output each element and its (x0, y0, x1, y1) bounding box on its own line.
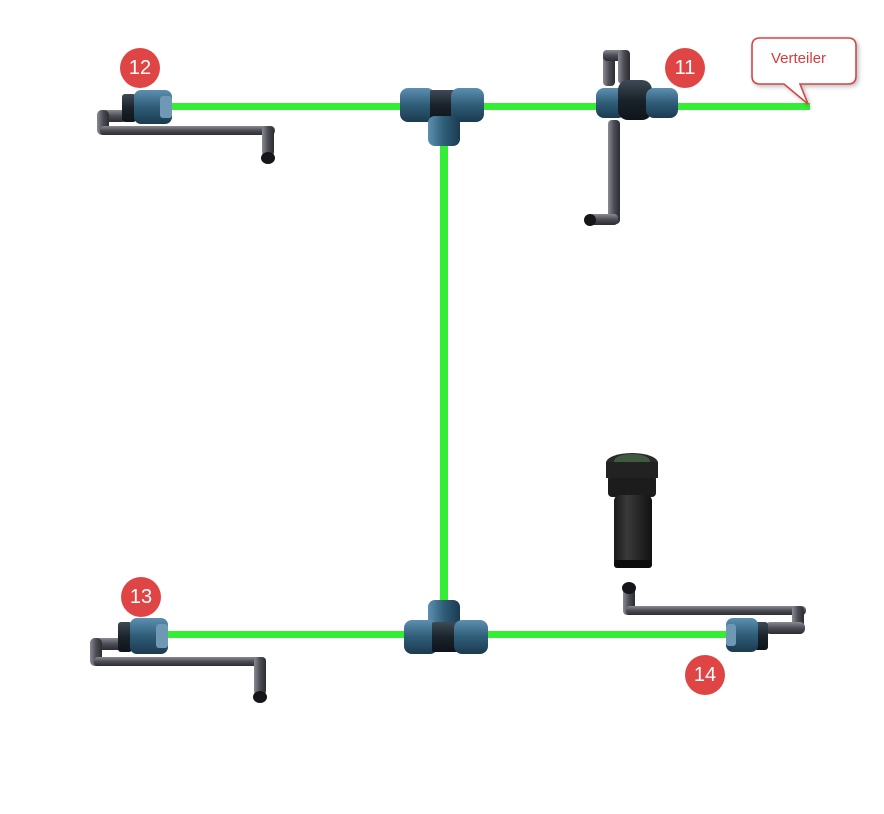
pipe-top-left (160, 103, 405, 110)
popup-sprinkler (606, 453, 658, 568)
badge-12: 12 (120, 48, 160, 88)
tee-fitting-top (400, 88, 484, 146)
callout-verteiler: Verteiler (751, 37, 857, 105)
swing-joint-12 (97, 90, 275, 164)
svg-text:14: 14 (694, 664, 716, 686)
badge-13: 13 (121, 577, 161, 617)
svg-text:11: 11 (675, 57, 696, 79)
swing-joint-13 (90, 618, 267, 703)
pipe-bottom-left (160, 631, 410, 638)
pipe-top-right (675, 103, 810, 110)
pipe-network (160, 103, 810, 638)
pipe-bottom-right (485, 631, 735, 638)
pipe-top-middle (480, 103, 600, 110)
badge-14: 14 (685, 655, 725, 695)
swing-joint-14 (622, 582, 806, 652)
svg-text:12: 12 (129, 57, 151, 79)
pipe-vertical-trunk (440, 140, 448, 605)
callout-label: Verteiler (771, 50, 826, 67)
svg-text:13: 13 (130, 586, 152, 608)
tee-fitting-bottom (404, 600, 488, 654)
badge-11: 11 (665, 48, 705, 88)
valve-assembly-11 (584, 50, 678, 226)
